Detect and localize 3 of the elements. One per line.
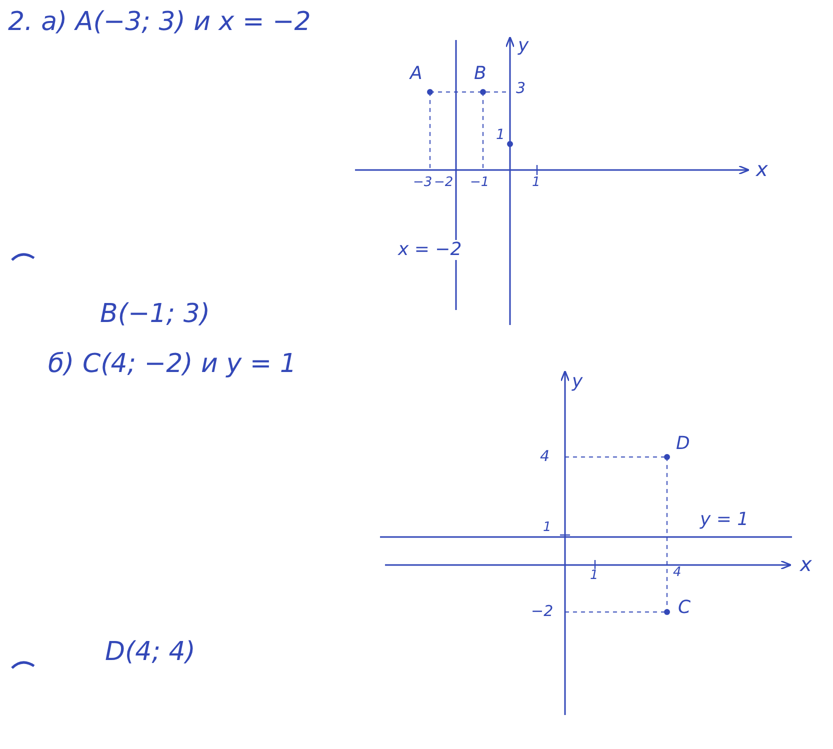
line-label: x = −2 [398,240,462,260]
line-label: y = 1 [700,510,749,530]
tick-label: 3 [516,80,526,96]
